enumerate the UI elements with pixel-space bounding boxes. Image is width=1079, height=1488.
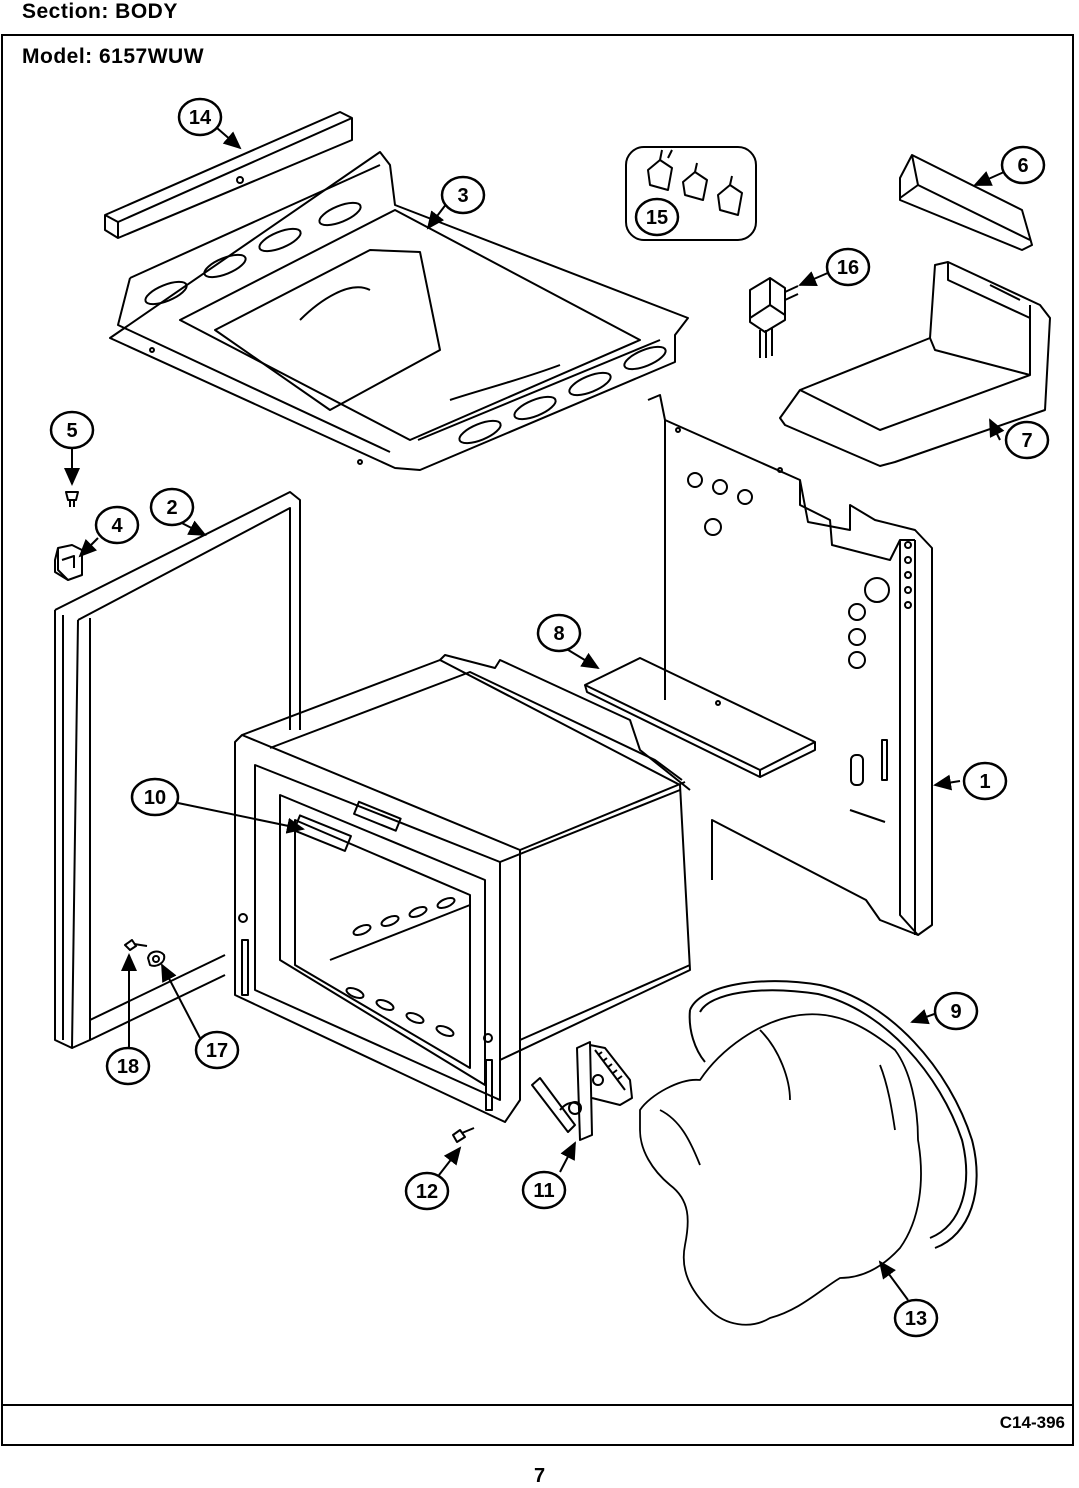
diagram-frame [1,34,1074,1446]
svg-text:6: 6 [1017,155,1028,177]
part-9-gasket [688,980,978,1249]
callout-3: 3 [440,175,486,215]
part-3-top-panel [109,151,689,471]
part-5-screw [65,491,79,507]
callout-1: 1 [962,761,1008,801]
part-1-side-panel [647,394,933,936]
part-15-terminal-block [625,146,757,241]
part-18-screw [124,939,148,951]
svg-text:8: 8 [553,623,564,645]
callout-5: 5 [49,410,95,450]
part-12-screw [452,1127,475,1143]
svg-text:2: 2 [166,497,177,519]
part-8-pad [584,657,816,778]
svg-text:4: 4 [111,515,123,537]
svg-text:5: 5 [66,420,77,442]
callout-2: 2 [149,487,195,527]
svg-text:13: 13 [905,1308,927,1330]
part-11-hinge [531,1041,633,1141]
footer-divider [1,1404,1074,1406]
callout-13: 13 [893,1298,939,1338]
part-6-vent-trim [899,154,1033,251]
callout-14: 14 [177,97,223,137]
callout-18: 18 [105,1046,151,1086]
callout-6: 6 [1000,145,1046,185]
svg-text:12: 12 [416,1181,438,1203]
oven-cavity [234,654,691,1123]
callout-15: 15 [634,197,680,237]
part-16-receptacle [749,277,799,358]
model-title: Model: 6157WUW [22,45,205,68]
part-4-bracket [54,544,83,581]
page-number: 7 [533,1465,546,1487]
callout-8: 8 [536,613,582,653]
section-title: Section: BODY [22,0,178,23]
callout-11: 11 [521,1170,567,1210]
part-7-vent-duct [779,261,1051,467]
callout-17: 17 [194,1030,240,1070]
svg-text:16: 16 [837,257,859,279]
part-14-trim-strip [104,111,353,239]
callout-10: 10 [130,777,180,817]
svg-text:1: 1 [979,771,990,793]
callout-12: 12 [404,1171,450,1211]
callout-9: 9 [933,991,979,1031]
part-17-spacer [147,950,166,967]
svg-text:14: 14 [189,107,212,129]
part-13-insulation [639,1013,922,1326]
callout-16: 16 [825,247,871,287]
svg-text:9: 9 [950,1001,961,1023]
leader-lines [64,127,1005,1301]
svg-text:11: 11 [533,1180,554,1202]
svg-text:17: 17 [206,1040,228,1062]
svg-text:10: 10 [144,787,166,809]
callout-7: 7 [1004,420,1050,460]
svg-text:15: 15 [646,207,668,229]
part-2-side-trim [54,491,301,1049]
svg-text:18: 18 [117,1056,139,1078]
diagram-code: C14-396 [999,1413,1065,1432]
svg-text:3: 3 [457,185,468,207]
svg-text:7: 7 [1021,430,1032,452]
callout-4: 4 [94,505,140,545]
